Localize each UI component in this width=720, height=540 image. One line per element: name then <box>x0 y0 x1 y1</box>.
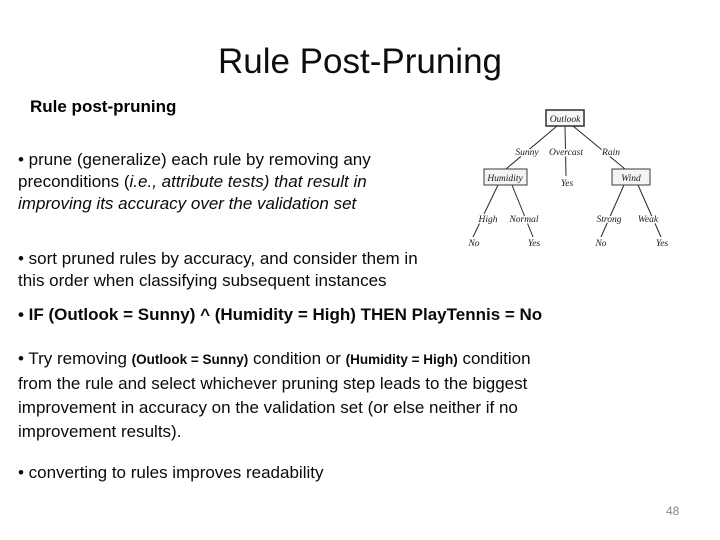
bullet-try-condition2: (Humidity = High) <box>345 352 458 367</box>
tree-leaf-weak-yes: Yes <box>656 239 669 249</box>
tree-edge-strong <box>600 184 625 238</box>
slide-title: Rule Post-Pruning <box>217 42 503 81</box>
tree-node-outlook-label: Outlook <box>550 115 581 125</box>
tree-edge-normal <box>511 184 534 238</box>
tree-leaf-strong-no: No <box>594 239 606 249</box>
tree-node-wind: Wind <box>611 168 651 186</box>
bullet-prune-regular: • prune (generalize) each rule by removi… <box>18 150 371 191</box>
bullet-prune: • prune (generalize) each rule by removi… <box>18 149 428 215</box>
tree-edge-high <box>472 184 499 238</box>
tree-edge-overcast <box>564 125 567 177</box>
bullet-try-part1: • Try removing <box>18 349 132 368</box>
tree-branch-label-strong: Strong <box>597 215 622 225</box>
tree-edge-rain <box>572 125 626 170</box>
tree-edge-weak <box>637 184 662 238</box>
tree-node-wind-box <box>611 168 651 186</box>
bullet-try: • Try removing (Outlook = Sunny) conditi… <box>18 347 563 444</box>
tree-branch-label-sunny: Sunny <box>515 148 539 158</box>
tree-branch-label-weak: Weak <box>638 215 659 225</box>
tree-node-humidity: Humidity <box>483 168 528 186</box>
subheading: Rule post-pruning <box>30 97 177 116</box>
bullet-try-condition1: (Outlook = Sunny) <box>131 352 249 367</box>
tree-node-humidity-box <box>483 168 528 186</box>
tree-node-wind-label: Wind <box>621 174 641 184</box>
tree-branch-label-rain: Rain <box>601 148 620 158</box>
tree-leaf-normal-yes: Yes <box>528 239 541 249</box>
tree-edge-sunny <box>505 125 558 170</box>
tree-branch-label-normal: Normal <box>508 215 538 225</box>
tree-leaf-overcast-yes: Yes <box>561 179 574 189</box>
tree-node-outlook: Outlook <box>545 109 585 127</box>
bullet-try-part3: condition from the rule and select which… <box>18 349 531 441</box>
bullet-prune-italic: i.e., attribute tests) that result in im… <box>18 172 367 213</box>
bullet-if-rule: • IF (Outlook = Sunny) ^ (Humidity = Hig… <box>18 305 543 324</box>
tree-branch-label-overcast: Overcast <box>549 148 583 158</box>
tree-node-humidity-label: Humidity <box>486 174 523 184</box>
decision-tree-diagram: Sunny Overcast Rain High Normal Strong W… <box>466 109 670 251</box>
tree-branch-label-high: High <box>478 215 498 225</box>
bullet-try-part2: condition or <box>248 349 346 368</box>
tree-leaf-high-no: No <box>467 239 479 249</box>
bullet-converting: • converting to rules improves readabili… <box>18 463 324 482</box>
tree-node-outlook-box <box>545 109 585 127</box>
bullet-sort: • sort pruned rules by accuracy, and con… <box>18 249 418 290</box>
page-number: 48 <box>666 504 680 518</box>
